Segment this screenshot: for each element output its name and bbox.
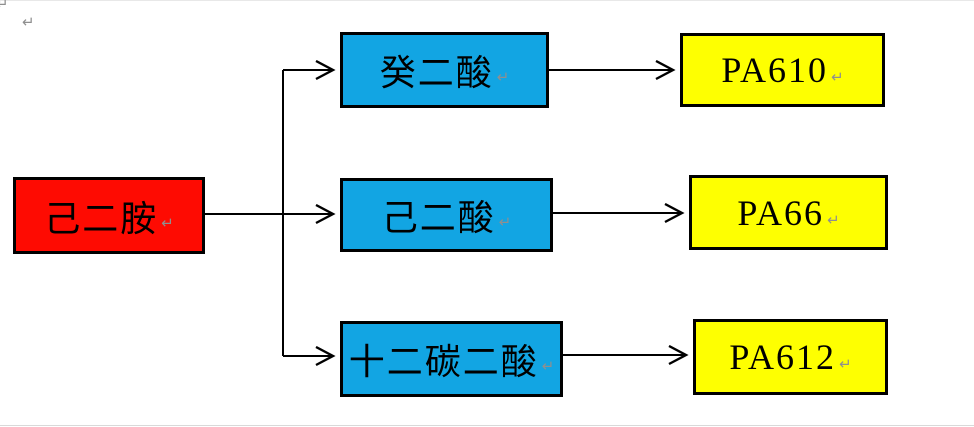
node-dodecanedioic-acid: 十二碳二酸 ↵ [340,321,563,397]
paragraph-mark: ↵ [839,355,852,373]
node-hexamethylenediamine: 己二胺 ↵ [13,177,205,254]
paragraph-mark: ↵ [831,68,844,86]
node-label: 十二碳二酸 [348,342,539,382]
paragraph-mark: ↵ [0,0,9,13]
paragraph-mark: ↵ [498,213,512,231]
node-label: 己二胺 [44,198,159,239]
node-sebacic-acid: 癸二酸 ↵ [340,32,549,108]
node-adipic-acid: 己二酸 ↵ [340,178,553,252]
node-label: 己二酸 [381,198,496,238]
paragraph-mark: ↵ [827,210,840,229]
paragraph-mark: ↵ [541,357,555,375]
node-pa612: PA612 ↵ [693,319,888,395]
node-pa610: PA610 ↵ [680,33,885,107]
node-pa66: PA66 ↵ [689,175,888,250]
paragraph-mark: ↵ [22,13,35,31]
node-label: PA610 [721,50,829,90]
paragraph-mark: ↵ [161,213,174,232]
node-label: PA612 [729,337,837,377]
node-label: PA66 [737,192,825,233]
node-label: 癸二酸 [379,53,494,93]
paragraph-mark: ↵ [496,68,510,86]
